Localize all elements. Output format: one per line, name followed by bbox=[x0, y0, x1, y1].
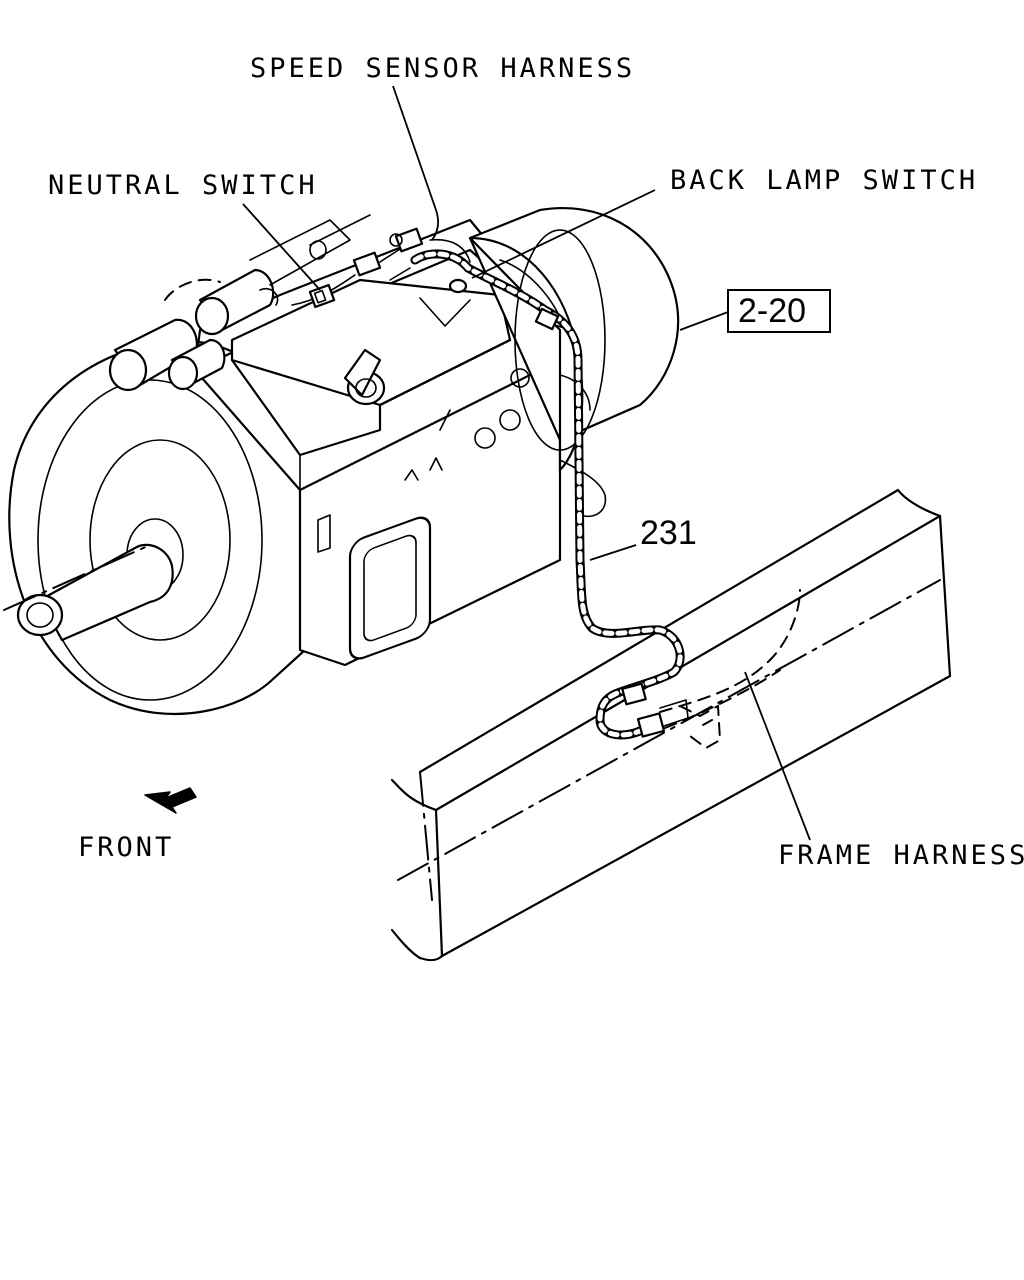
frame-harness-dashed bbox=[659, 589, 801, 750]
speed-sensor-harness-label: SPEED SENSOR HARNESS bbox=[250, 53, 635, 84]
front-label: FRONT bbox=[78, 832, 174, 863]
main-harness-231 bbox=[410, 249, 685, 740]
neutral-switch-label: NEUTRAL SWITCH bbox=[48, 170, 318, 201]
part-number-label: 231 bbox=[640, 514, 697, 552]
reference-box bbox=[727, 289, 831, 333]
top-cover bbox=[230, 278, 512, 489]
frame-connector bbox=[621, 682, 689, 738]
clutch-housing bbox=[3, 338, 307, 716]
arrow-left-down-icon bbox=[144, 787, 197, 814]
back-lamp-switch-connector bbox=[448, 278, 560, 331]
reference-box-label: 2-20 bbox=[738, 292, 806, 330]
speed-sensor-connector bbox=[352, 227, 424, 277]
back-lamp-switch-label: BACK LAMP SWITCH bbox=[670, 165, 978, 196]
frame-rail bbox=[390, 488, 952, 962]
shift-tower bbox=[108, 214, 371, 392]
leader-lines bbox=[242, 85, 811, 841]
frame-harness-label: FRAME HARNESS bbox=[778, 840, 1024, 871]
